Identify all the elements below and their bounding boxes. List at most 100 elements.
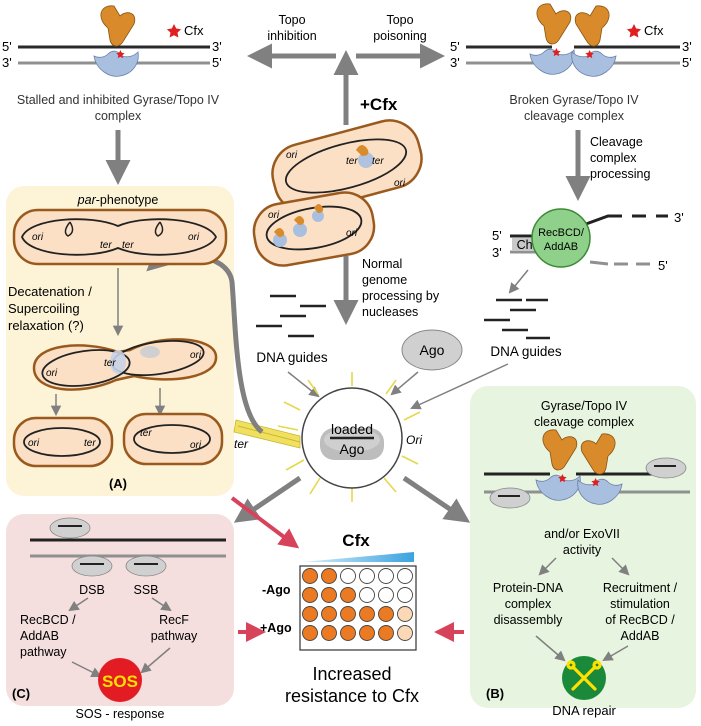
cell-ter-b: ter xyxy=(372,156,384,167)
c-ssb: SSB xyxy=(133,583,158,597)
plate-well xyxy=(378,606,394,622)
svg-text:par-phenotype: par-phenotype xyxy=(77,193,159,207)
plate-well xyxy=(340,587,356,603)
tr-5prime-b: 5' xyxy=(682,55,692,70)
plate-well xyxy=(302,625,318,641)
sos-badge-icon xyxy=(98,658,142,702)
panel-a: par-phenotype ori ter ter ori Decatenati… xyxy=(8,193,228,491)
topo-poisoning-2: poisoning xyxy=(373,29,427,43)
c-sos: SOS xyxy=(102,672,138,691)
processing-1: Cleavage xyxy=(590,135,643,149)
plate-cfx: Cfx xyxy=(342,531,370,550)
a-ter-6: ter xyxy=(140,428,152,439)
par-italic: par xyxy=(77,193,97,207)
plate-wells xyxy=(302,568,413,641)
cell-ori-c: ori xyxy=(268,210,280,221)
cell-ori-d: ori xyxy=(346,228,358,239)
plate-well xyxy=(340,568,356,584)
guides-right-label: DNA guides xyxy=(490,344,562,359)
ago-label: Ago xyxy=(420,342,445,358)
normal-3: processing by xyxy=(362,289,440,303)
plate-well xyxy=(340,606,356,622)
processing-3: processing xyxy=(590,167,650,181)
c-recbcd-2: AddAB xyxy=(20,629,59,643)
plate-well xyxy=(321,606,337,622)
c-recbcd-3: pathway xyxy=(20,645,67,659)
panel-c-label: (C) xyxy=(12,686,30,701)
a-ter-1: ter xyxy=(100,240,112,251)
cfx-treated-cells: ori ter ter ori ori ori xyxy=(252,119,423,267)
plate-well xyxy=(321,568,337,584)
plate-plus-ago: +Ago xyxy=(260,621,292,635)
cell-ter-a: ter xyxy=(346,156,358,167)
plate-well xyxy=(302,587,318,603)
plate-well xyxy=(359,568,375,584)
r-3prime: 3' xyxy=(492,245,502,260)
tr-5prime: 5' xyxy=(450,39,460,54)
a-ori-5: ori xyxy=(28,438,40,449)
plate-well xyxy=(397,606,413,622)
cleavage-processing: Cleavage complex processing 5' 3' Chi 3'… xyxy=(492,130,684,294)
dna-guides-right: DNA guides xyxy=(484,298,562,359)
c-recf-2: pathway xyxy=(151,629,198,643)
normal-2: genome xyxy=(362,273,407,287)
plate-well xyxy=(378,587,394,603)
processing-2: complex xyxy=(590,151,637,165)
panel-c: DSB SSB RecBCD / AddAB pathway RecF path… xyxy=(12,517,226,721)
decat-2: Supercoiling xyxy=(8,301,80,316)
cfx-branch: Topo inhibition Topo poisoning +Cfx xyxy=(247,13,445,125)
c-dsb: DSB xyxy=(79,583,105,597)
b-right-1: Recruitment / xyxy=(603,581,678,595)
a-ter-3: ter xyxy=(104,358,116,369)
b-left-2: complex xyxy=(505,597,552,611)
tr-cfx-legend: Cfx xyxy=(644,23,664,38)
panel-c-bg xyxy=(6,514,234,706)
loaded-ori-label: Ori xyxy=(406,433,422,447)
normal-processing: Normal genome processing by nucleases xyxy=(333,256,440,325)
tr-3prime: 3' xyxy=(682,39,692,54)
plate-well xyxy=(321,587,337,603)
tl-caption-2: complex xyxy=(95,109,142,123)
r-5prime-b: 5' xyxy=(658,258,668,273)
topo-poisoning-1: Topo xyxy=(386,13,413,27)
loaded-label-1: loaded xyxy=(331,421,373,437)
b-left-3: disassembly xyxy=(494,613,564,627)
plate-well xyxy=(397,568,413,584)
b-right-3: of RecBCD / xyxy=(605,613,675,627)
plate-assay: Cfx -Ago +Ago Increased resistance to Cf… xyxy=(260,531,419,706)
plate-result-1: Increased xyxy=(312,664,391,684)
b-right-4: AddAB xyxy=(621,629,660,643)
plate-well xyxy=(397,625,413,641)
normal-1: Normal xyxy=(362,257,402,271)
b-title-2: cleavage complex xyxy=(534,415,635,429)
cell-ori-a: ori xyxy=(286,150,298,161)
plate-result-2: resistance to Cfx xyxy=(285,686,419,706)
broken-complex-diagram: 5' 3' 3' 5' Cfx Broken Gyrase/Topo IV cl… xyxy=(450,3,692,123)
recbcd-2: AddAB xyxy=(544,241,578,253)
a-ter-2: ter xyxy=(122,240,134,251)
plate-well xyxy=(378,625,394,641)
tl-5prime-b: 5' xyxy=(212,55,222,70)
cfx-star-icon-2 xyxy=(626,24,642,38)
c-recf-1: RecF xyxy=(159,613,189,627)
plate-well xyxy=(359,587,375,603)
r-3prime-b: 3' xyxy=(674,210,684,225)
a-ter-5: ter xyxy=(84,438,96,449)
panel-a-label: (A) xyxy=(109,476,127,491)
c-sos-response: SOS - response xyxy=(76,707,165,721)
b-repair: DNA repair xyxy=(552,703,616,718)
b-exo-1: and/or ExoVII xyxy=(544,527,620,541)
dna-guides-left: DNA guides xyxy=(256,294,328,365)
loaded-label-2: Ago xyxy=(340,441,365,457)
plus-cfx-label: +Cfx xyxy=(360,95,398,114)
plate-well xyxy=(321,625,337,641)
b-title-1: Gyrase/Topo IV xyxy=(541,399,628,413)
tl-5prime: 5' xyxy=(2,39,12,54)
recbcd-1: RecBCD/ xyxy=(538,227,585,239)
decat-1: Decatenation / xyxy=(8,284,92,299)
plate-well xyxy=(359,606,375,622)
c-recbcd-1: RecBCD / xyxy=(20,613,76,627)
a-ori-2: ori xyxy=(188,232,200,243)
